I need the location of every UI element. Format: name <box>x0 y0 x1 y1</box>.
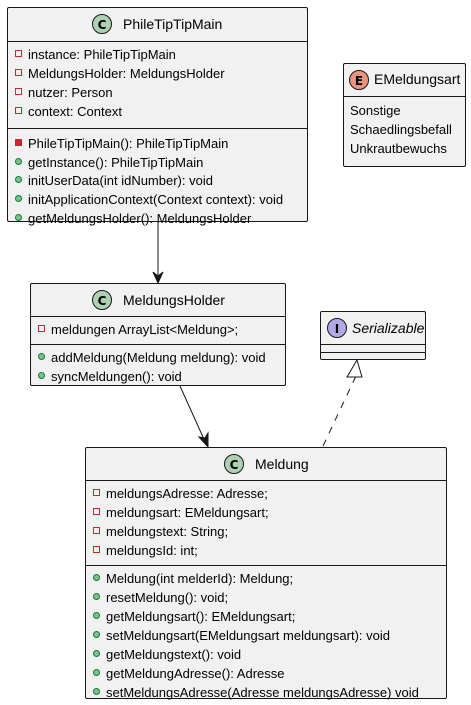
method-section: addMeldung(Meldung meldung): void syncMe… <box>31 345 285 387</box>
public-method-icon <box>15 214 22 221</box>
private-field-icon <box>93 508 100 515</box>
class-header: C MeldungsHolder <box>31 284 285 317</box>
class-meldung[interactable]: C Meldung meldungsAdresse: Adresse; meld… <box>85 447 447 700</box>
public-method-icon <box>93 669 100 676</box>
method-section: Meldung(int melderId): Meldung; resetMel… <box>86 566 446 700</box>
enum-badge-icon: E <box>349 70 369 90</box>
enum-value: Schaedlingsbefall <box>350 122 452 137</box>
class-name: MeldungsHolder <box>123 292 225 308</box>
enum-name: EMeldungsart <box>374 71 461 87</box>
public-method-icon <box>38 372 45 379</box>
interface-method-section <box>321 353 425 360</box>
arrowhead-main-to-holder <box>152 271 164 285</box>
realization-triangle <box>346 358 363 378</box>
private-field-icon <box>15 107 22 114</box>
method-section: PhileTipTipMain(): PhileTipTipMain getIn… <box>8 129 307 226</box>
public-method-icon <box>93 631 100 638</box>
interface-name: Serializable <box>352 320 425 336</box>
class-header: C Meldung <box>86 448 446 481</box>
class-name: PhileTipTipMain <box>123 16 223 32</box>
class-meldungsholder[interactable]: C MeldungsHolder meldungen ArrayList<Mel… <box>30 283 286 386</box>
class-header: C PhileTipTipMain <box>8 8 307 42</box>
arrowhead-holder-to-meldung <box>197 431 209 449</box>
public-method-icon <box>93 593 100 600</box>
interface-header: I Serializable <box>321 312 425 345</box>
association-holder-to-meldung <box>179 385 208 447</box>
public-method-icon <box>93 612 100 619</box>
public-method-icon <box>15 176 22 183</box>
private-method-icon <box>15 139 22 146</box>
public-method-icon <box>15 195 22 202</box>
field-section: meldungsAdresse: Adresse; meldungsart: E… <box>86 481 446 566</box>
public-method-icon <box>93 574 100 581</box>
class-philetiptipmain[interactable]: C PhileTipTipMain instance: PhileTipTipM… <box>7 7 308 226</box>
interface-badge-icon: I <box>327 318 347 338</box>
private-field-icon <box>38 325 45 332</box>
private-field-icon <box>93 546 100 553</box>
private-field-icon <box>15 50 22 57</box>
enum-value: Unkrautbewuchs <box>350 141 447 156</box>
class-badge-icon: C <box>92 290 112 310</box>
field-section: instance: PhileTipTipMain MeldungsHolder… <box>8 42 307 129</box>
public-method-icon <box>15 158 22 165</box>
interface-serializable[interactable]: I Serializable <box>320 311 426 360</box>
enum-header: E EMeldungsart <box>344 64 465 97</box>
enum-values-section: Sonstige Schaedlingsbefall Unkrautbewuch… <box>344 97 465 167</box>
public-method-icon <box>38 353 45 360</box>
private-field-icon <box>15 69 22 76</box>
class-name: Meldung <box>255 456 309 472</box>
enum-value: Sonstige <box>350 103 401 118</box>
enum-emeldungsart[interactable]: E EMeldungsart Sonstige Schaedlingsbefal… <box>343 63 466 167</box>
private-field-icon <box>15 88 22 95</box>
private-field-icon <box>93 489 100 496</box>
public-method-icon <box>93 688 100 695</box>
public-method-icon <box>93 650 100 657</box>
private-field-icon <box>93 527 100 534</box>
realization-meldung-to-serializable <box>322 375 357 447</box>
class-badge-icon: C <box>92 14 112 34</box>
field-section: meldungen ArrayList<Meldung>; <box>31 317 285 345</box>
interface-field-section <box>321 345 425 353</box>
class-badge-icon: C <box>224 454 244 474</box>
